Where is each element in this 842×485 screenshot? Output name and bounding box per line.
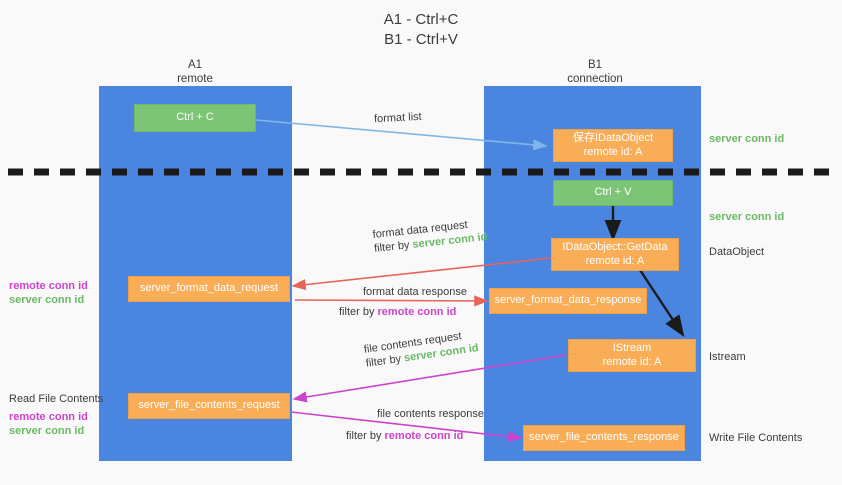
edge-label-format-data-request: format data request filter by server con… [372,216,488,256]
annotation-server-conn-id-top: server conn id [709,133,785,145]
filter-prefix: filter by [346,430,385,442]
box-ctrl-c-line1: Ctrl + C [176,111,214,124]
edge-filter-format-data-response: filter by remote conn id [339,305,467,319]
box-fmt-resp-label: server_format_data_response [494,294,642,307]
key-server-conn-id: server conn id [9,425,85,437]
box-ctrl-v[interactable]: Ctrl + V [553,180,673,206]
box-getdata-line1: IDataObject::GetData [562,241,668,253]
diagram-title: A1 - Ctrl+C B1 - Ctrl+V [0,10,842,50]
edge-label-format-data-response-text: format data response [363,286,467,298]
filter-key-remote-conn-id: remote conn id [377,306,457,318]
box-server-format-data-response[interactable]: server_format_data_response [489,288,647,314]
filter-prefix: filter by [339,306,378,318]
box-istream[interactable]: IStream remote id: A [568,339,696,372]
filter-key-remote-conn-id: remote conn id [384,430,464,442]
box-save-idataobject-line1: 保存IDataObject [572,132,654,144]
edge-label-format-data-response: format data response filter by remote co… [339,285,467,319]
annotation-left-keys-bottom: remote conn id server conn id [9,410,88,438]
box-server-file-contents-response[interactable]: server_file_contents_response [523,425,685,451]
box-save-idataobject-line2: remote id: A [583,145,643,158]
box-server-format-data-request[interactable]: server_format_data_request [128,276,290,302]
annotation-read-file-contents: Read File Contents [9,393,104,405]
annotation-istream: Istream [709,351,746,363]
box-fmt-req-label: server_format_data_request [139,282,279,295]
lane-b1-name: B1 [587,59,603,71]
box-istream-line1: IStream [612,342,652,354]
key-remote-conn-id: remote conn id [9,280,88,292]
lane-header-a1: A1 remote [120,58,270,86]
lane-header-b1: B1 connection [520,58,670,86]
edge-label-file-contents-response-text: file contents response [377,408,485,420]
title-line-1: A1 - Ctrl+C [383,11,459,28]
annotation-left-keys-mid: remote conn id server conn id [9,279,88,307]
title-line-2: B1 - Ctrl+V [384,31,458,48]
box-ctrl-c[interactable]: Ctrl + C [134,104,256,132]
box-server-file-contents-request[interactable]: server_file_contents_request [128,393,290,419]
filter-prefix: filter by [365,352,405,370]
lane-a1-name: A1 [187,59,203,71]
annotation-write-file-contents: Write File Contents [709,432,803,444]
annotation-dataobject: DataObject [709,246,765,258]
filter-prefix: filter by [373,238,414,255]
lane-a1-role: remote [177,73,213,85]
box-idataobject-getdata[interactable]: IDataObject::GetData remote id: A [551,238,679,271]
box-save-idataobject[interactable]: 保存IDataObject remote id: A [553,129,673,162]
edge-label-file-contents-response: file contents response filter by remote … [346,407,485,443]
key-server-conn-id: server conn id [9,294,85,306]
edge-label-file-contents-request: file contents request filter by server c… [363,327,480,371]
lane-b1-role: connection [567,73,623,85]
edge-filter-file-contents-response: filter by remote conn id [346,429,484,443]
key-remote-conn-id: remote conn id [9,411,88,423]
annotation-server-conn-id-mid: server conn id [709,211,785,223]
box-file-resp-label: server_file_contents_response [529,431,679,444]
box-file-req-label: server_file_contents_request [138,399,280,412]
box-getdata-line2: remote id: A [585,254,645,267]
edge-label-format-list: format list [373,110,422,126]
box-istream-line2: remote id: A [602,355,662,368]
box-ctrl-v-line1: Ctrl + V [594,186,632,199]
